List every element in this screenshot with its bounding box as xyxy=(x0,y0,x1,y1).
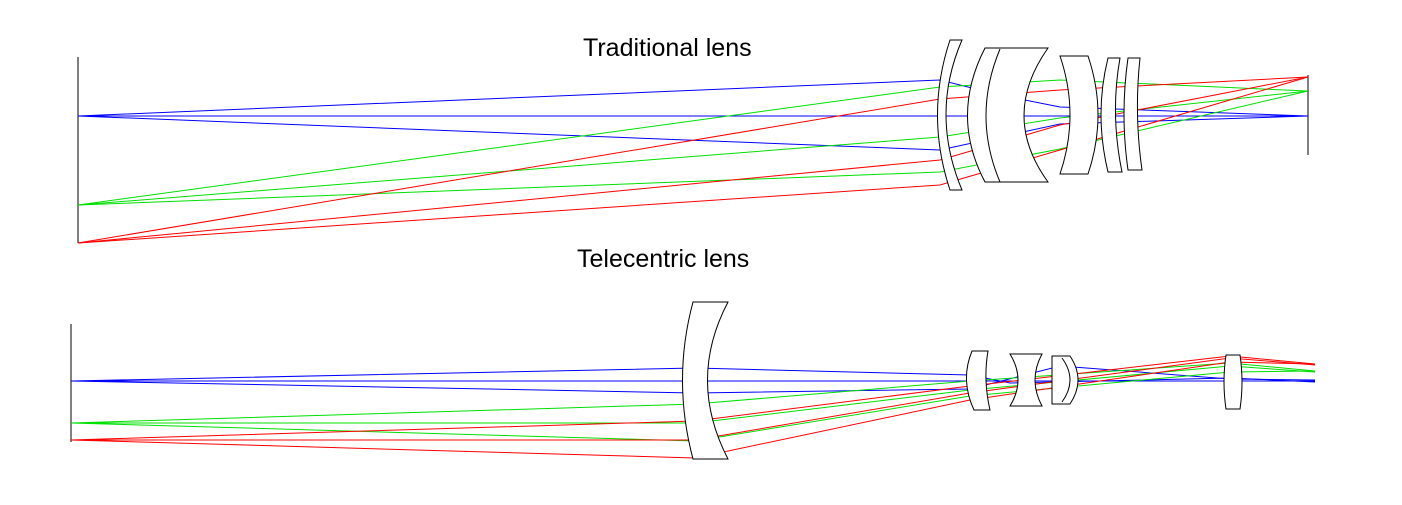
telecentric-lens-element-5 xyxy=(1061,357,1071,403)
traditional-lens-system xyxy=(77,39,1309,244)
traditional-ray-red-2 xyxy=(77,76,1309,244)
traditional-lens-element-3 xyxy=(985,48,1001,183)
traditional-ray-red-3 xyxy=(77,76,1309,244)
telecentric-lens-element-2 xyxy=(966,350,991,411)
traditional-lens-element-2 xyxy=(967,47,1049,183)
traditional-red-rays xyxy=(77,76,1309,244)
traditional-lens-element-5 xyxy=(1100,57,1123,173)
traditional-ray-red-1 xyxy=(77,76,1309,244)
traditional-green-rays xyxy=(77,79,1309,206)
telecentric-lens-element-3 xyxy=(1009,353,1043,407)
traditional-lens-title: Traditional lens xyxy=(583,34,752,62)
traditional-ray-green-1 xyxy=(77,79,1309,206)
telecentric-lens-title: Telecentric lens xyxy=(577,245,750,273)
traditional-lens-element-1 xyxy=(937,39,963,191)
traditional-blue-rays xyxy=(77,79,1309,151)
telecentric-lens-element-1 xyxy=(682,301,729,460)
telecentric-lens-system xyxy=(70,301,1316,460)
telecentric-lens-element-6 xyxy=(1223,354,1243,410)
traditional-lens-element-4 xyxy=(1059,55,1099,175)
traditional-lens-element-6 xyxy=(1123,57,1143,171)
